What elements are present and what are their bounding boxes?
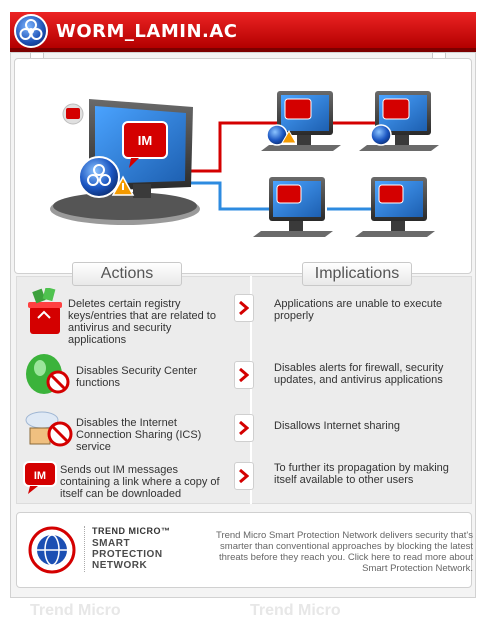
networked-computer-infected <box>359 91 439 151</box>
implication-text: To further its propagation by making its… <box>274 462 449 486</box>
shield-icon <box>26 354 70 394</box>
chevron-right-icon <box>239 301 249 315</box>
chevron-right-icon <box>239 469 249 483</box>
action-text: Disables the Internet Connection Sharing… <box>76 417 202 453</box>
spn-line-2: PROTECTION <box>92 549 163 560</box>
network-diagram: IM <box>50 91 439 237</box>
brand-name: TREND MICRO™ <box>92 526 171 536</box>
action-text: Deletes certain registry keys/entries th… <box>68 298 216 346</box>
arrow-button[interactable] <box>234 414 254 442</box>
red-connection-line <box>183 121 277 173</box>
networked-computer <box>253 177 333 237</box>
chevron-right-icon <box>239 368 249 382</box>
page-title: WORM_LAMIN.AC <box>56 21 238 42</box>
divider-line <box>84 526 85 572</box>
watermark-text: Trend Micro <box>250 602 341 619</box>
no-internet-icon <box>25 411 73 447</box>
im-label: IM <box>138 133 152 148</box>
im-badge-icon <box>62 103 84 125</box>
arrow-button[interactable] <box>234 462 254 490</box>
watermark-text: Trend Micro <box>30 602 121 619</box>
networked-computer-infected <box>261 91 341 151</box>
action-text: Sends out IM messages containing a link … <box>60 464 220 500</box>
column-divider <box>250 276 252 504</box>
actions-heading: Actions <box>72 262 182 286</box>
blue-connection-line <box>183 181 269 211</box>
action-text: Disables Security Center functions <box>76 365 198 389</box>
spn-description[interactable]: Trend Micro Smart Protection Network del… <box>216 530 473 574</box>
spn-line-1: SMART <box>92 538 131 549</box>
recycle-bin-icon <box>28 288 62 334</box>
implication-text: Applications are unable to execute prope… <box>274 298 443 322</box>
implication-text: Disallows Internet sharing <box>274 420 400 432</box>
title-bar: WORM_LAMIN.AC <box>10 12 476 52</box>
implications-heading: Implications <box>302 262 412 286</box>
arrow-button[interactable] <box>234 294 254 322</box>
arrow-button[interactable] <box>234 361 254 389</box>
im-icon: IM <box>23 461 57 494</box>
implication-text: Disables alerts for firewall, security u… <box>274 362 444 386</box>
infection-diagram: IM <box>14 58 472 274</box>
globe-icon <box>28 526 76 574</box>
im-label: IM <box>34 470 46 482</box>
chevron-right-icon <box>239 421 249 435</box>
biohazard-badge-icon <box>14 14 48 48</box>
spn-line-3: NETWORK <box>92 560 148 571</box>
biohazard-icon <box>78 156 120 198</box>
main-infected-computer: IM <box>50 99 200 225</box>
smart-protection-network-banner[interactable] <box>16 512 472 588</box>
networked-computer <box>355 177 435 237</box>
